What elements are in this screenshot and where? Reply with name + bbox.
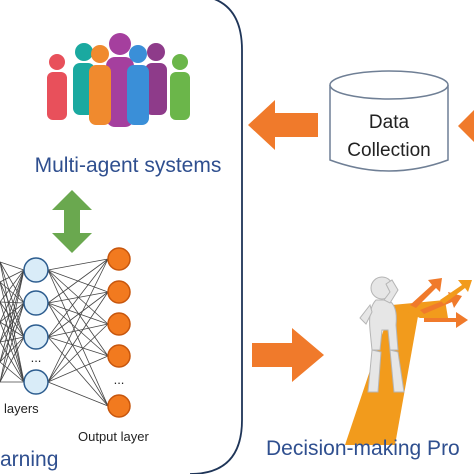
- hidden-output-connection-line: [47, 302, 109, 407]
- hidden-output-connection-line: [47, 336, 109, 357]
- input-connection-line: [0, 361, 25, 383]
- hidden-output-connection-line: [47, 258, 109, 271]
- input-connection-line: [0, 321, 25, 383]
- learning-label: arning: [0, 448, 58, 471]
- data-collection-label-line1: Data: [369, 112, 410, 133]
- input-connection-line: [0, 336, 25, 343]
- output-ellipsis: ...: [114, 372, 125, 387]
- data-collection-label-line2: Collection: [347, 140, 430, 161]
- input-connection-line: [0, 269, 25, 323]
- input-connection-line: [0, 301, 25, 338]
- input-connection-line: [0, 269, 25, 363]
- hidden-output-connection-line: [47, 269, 109, 357]
- input-connection-line: [0, 301, 25, 304]
- left-panel-border: [189, 0, 243, 474]
- hidden-output-connection-line: [47, 323, 109, 338]
- database-cylinder-icon: [329, 70, 449, 172]
- multi-agent-label: Multi-agent systems: [35, 154, 222, 177]
- people-group-icon: [47, 33, 190, 127]
- input-connection-line: [0, 261, 25, 271]
- input-connection-line: [0, 336, 25, 383]
- input-connection-line: [0, 302, 25, 383]
- input-connection-line: [0, 281, 25, 304]
- data-to-agents-arrow: [248, 100, 318, 150]
- neural-network-icon: [0, 247, 131, 418]
- input-connection-line: [0, 261, 25, 338]
- hidden-output-connection-line: [47, 355, 109, 383]
- output-layer-label: Output layer: [78, 429, 149, 444]
- hidden-layer-nodes: [23, 257, 49, 395]
- input-connection-line: [0, 269, 25, 383]
- hidden-output-connection-line: [47, 291, 109, 338]
- incoming-orange-arrow-partial: [458, 110, 474, 142]
- input-connection-line: [0, 269, 25, 283]
- decision-making-label: Decision-making Pro: [266, 437, 460, 460]
- input-connection-line: [0, 261, 25, 304]
- input-connection-line: [0, 269, 25, 343]
- hidden-output-connection-line: [47, 302, 109, 357]
- to-decision-arrow: [252, 328, 324, 382]
- hidden-output-connection-line: [47, 323, 109, 383]
- input-connection-line: [0, 302, 25, 343]
- hidden-output-connection-line: [47, 258, 109, 383]
- hidden-ellipsis: ...: [31, 350, 42, 365]
- hidden-output-connection-line: [47, 291, 109, 383]
- input-connection-line: [0, 302, 25, 363]
- input-connection-line: [0, 281, 25, 338]
- input-connection-line: [0, 321, 25, 338]
- input-connection-line: [0, 336, 25, 363]
- hidden-output-connection-line: [47, 269, 109, 325]
- thinking-person-icon: [345, 276, 472, 445]
- hidden-output-connection-line: [47, 302, 109, 325]
- hidden-output-connection-line: [47, 336, 109, 407]
- bidirectional-green-arrow: [52, 190, 92, 253]
- input-connection-line: [0, 269, 25, 303]
- input-connection-line: [0, 341, 25, 383]
- input-connection-line: [0, 302, 25, 323]
- output-layer-nodes: [107, 247, 131, 418]
- hidden-output-connection-line: [47, 381, 109, 407]
- hidden-output-connection-line: [47, 258, 109, 338]
- hidden-output-connection-line: [47, 258, 109, 304]
- hidden-layers-label: layers: [4, 401, 39, 416]
- hidden-output-connection-line: [47, 269, 109, 407]
